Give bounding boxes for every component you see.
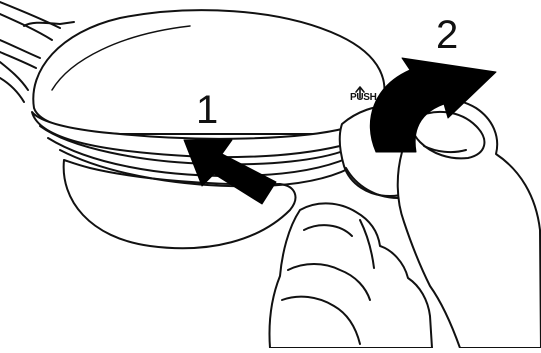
push-label: PUSH [350, 92, 377, 103]
step1-label: 1 [196, 90, 218, 130]
step2-label: 2 [436, 15, 458, 55]
